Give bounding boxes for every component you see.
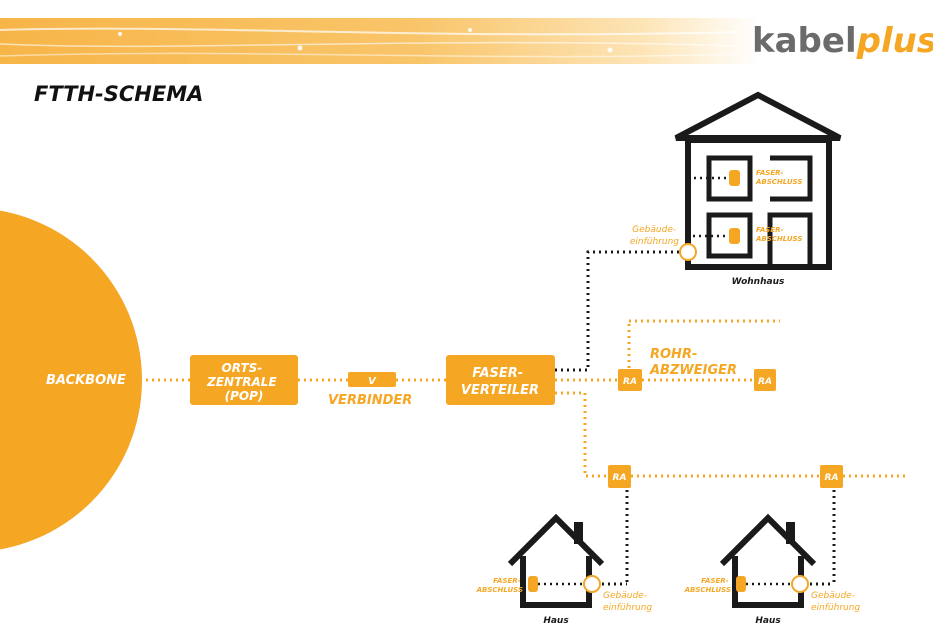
fiber-termination-socket-upper (729, 170, 740, 186)
connector-box (348, 372, 396, 387)
backbone-label: BACKBONE (46, 373, 126, 388)
svg-text:RA: RA (613, 473, 627, 483)
brand-logo: kabelplus (752, 21, 933, 61)
apartment-building (674, 91, 842, 270)
fiber-distributor-label: FASER- VERTEILER (461, 366, 539, 398)
house-left-termination-label: FASER- ABSCHLUSS (476, 577, 523, 594)
brand-logo-part1: kabel (752, 21, 857, 61)
page-title: FTTH-SCHEMA (34, 82, 203, 106)
ra-node-lower-left: RA (608, 465, 631, 488)
house-right (719, 513, 817, 608)
building-entry-marker-house-right (791, 575, 809, 593)
fiber-termination-socket-lower (729, 228, 740, 244)
ra-node-lower-right: RA (820, 465, 843, 488)
apartment-label: Wohnhaus (732, 277, 785, 287)
building-entry-marker-house-left (583, 575, 601, 593)
connector-label: VERBINDER (328, 393, 412, 408)
house-right-termination-label: FASER- ABSCHLUSS (684, 577, 731, 594)
fiber-termination-socket-house-left (528, 576, 538, 592)
orange-links (140, 319, 905, 478)
backbone-circle (0, 210, 142, 550)
pop-label: ORTS- ZENTRALE (POP) (206, 361, 281, 403)
connector-box-label: V (368, 376, 377, 387)
brand-logo-part2: plus (856, 21, 933, 61)
apartment-termination-lower-label: FASER- ABSCHLUSS (755, 226, 802, 243)
apartment-termination-upper-label: FASER- ABSCHLUSS (755, 169, 802, 186)
svg-text:RA: RA (623, 377, 637, 387)
fiber-distributor-box (446, 355, 555, 405)
header-banner (0, 18, 760, 64)
fiber-termination-socket-house-right (736, 576, 746, 592)
svg-text:RA: RA (825, 473, 839, 483)
house-right-label: Haus (755, 616, 781, 626)
house-right-entry-label: Gebäude- einführung (811, 591, 860, 613)
svg-text:RA: RA (758, 377, 772, 387)
house-left (507, 513, 605, 608)
house-left-entry-label: Gebäude- einführung (603, 591, 652, 613)
building-entry-marker (679, 243, 697, 261)
pipe-splitter-label: ROHR- ABZWEIGER (649, 347, 737, 378)
dark-links-out (776, 368, 890, 392)
apartment-entry-label: Gebäude- einführung (630, 225, 679, 247)
ra-node-upper-right: RA (754, 369, 776, 391)
house-left-label: Haus (543, 616, 569, 626)
ra-node-upper-left: RA (618, 369, 642, 391)
pop-box (190, 355, 298, 405)
